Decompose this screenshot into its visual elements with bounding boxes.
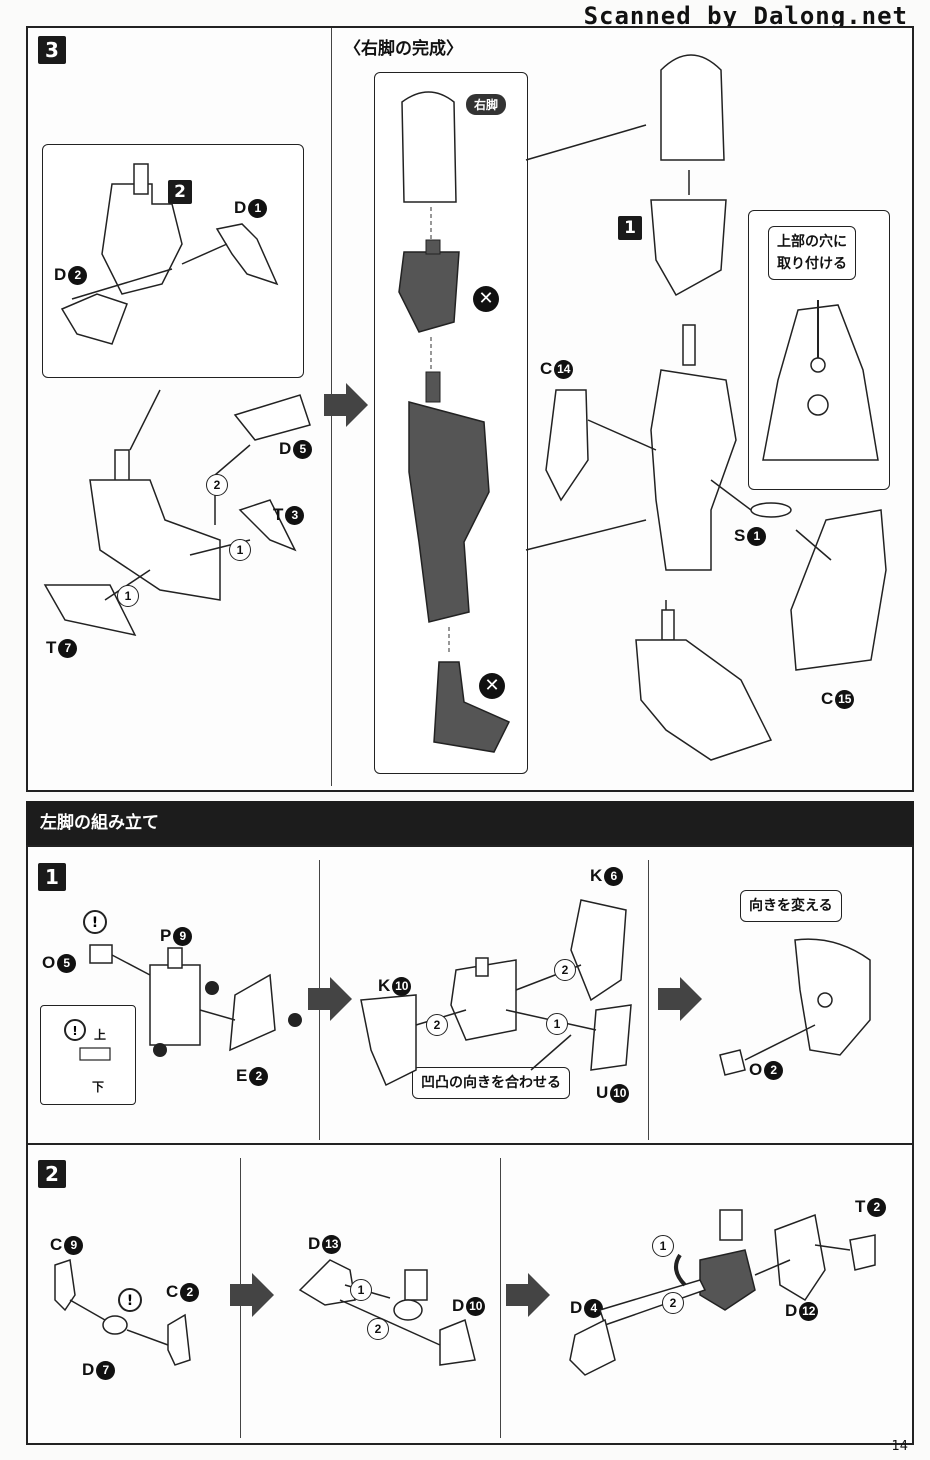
flow-arrow-left1-b (658, 977, 702, 1021)
svg-text:!: ! (92, 915, 98, 931)
completed-right-leg-drawing (398, 91, 511, 753)
order-badge-2: 2 (206, 474, 228, 496)
left-step2-divider-b (500, 1158, 501, 1438)
callout-align: 凹凸の向きを合わせる (412, 1067, 570, 1099)
left-step1-drawing-b (360, 899, 632, 1087)
left-step1-drawing-c (719, 938, 871, 1076)
left-step2-number: 2 (38, 1160, 66, 1188)
left-step2-drawing-b (298, 1259, 476, 1366)
left-step2-drawing-c (569, 1209, 876, 1376)
left-step1-number: 1 (38, 863, 66, 891)
sub-step-1: 1 (618, 216, 642, 240)
x-mark-bottom: ✕ (479, 673, 505, 699)
left2-order-2a: 2 (367, 1318, 389, 1340)
left-step2-drawing-a: ! (54, 1259, 191, 1366)
flow-arrow-left1-a (308, 977, 352, 1021)
left-leg-row-divider (26, 1143, 912, 1145)
svg-text:!: ! (127, 1293, 133, 1309)
svg-text:!: ! (72, 1024, 77, 1038)
left1-order-2b: 2 (554, 959, 576, 981)
callout-direction: 向きを変える (740, 890, 842, 922)
left2-order-1b: 1 (652, 1235, 674, 1257)
left-leg-heading: 左脚の組み立て (26, 801, 914, 845)
left2-order-1a: 1 (350, 1279, 372, 1301)
inset-step-2: 2 (168, 180, 192, 204)
step3-number: 3 (38, 36, 66, 64)
left1-order-2a: 2 (426, 1014, 448, 1036)
inset-parts-drawing (60, 163, 279, 345)
left2-order-2b: 2 (662, 1292, 684, 1314)
order-badge-1b: 1 (117, 585, 139, 607)
watermark: Scanned by Dalong.net (583, 2, 908, 30)
flow-arrow-left2-a (230, 1273, 274, 1317)
step3-section-title: 〈右脚の完成〉 (344, 39, 463, 58)
left-step1-divider-b (648, 860, 649, 1140)
order-badge-1a: 1 (229, 539, 251, 561)
left1-order-1: 1 (546, 1013, 568, 1035)
exploded-right-leg-drawing (525, 54, 887, 761)
page-number: 14 (891, 1439, 908, 1454)
detail-inset-drawing (762, 300, 879, 461)
flow-arrow-step3 (324, 383, 368, 427)
orientation-note-down: 下 (92, 1080, 105, 1094)
left-step1-drawing-a: ! ! (64, 910, 302, 1061)
right-leg-badge: 右脚 (466, 94, 507, 115)
x-mark-top: ✕ (473, 286, 499, 312)
orientation-note-up: 上 (94, 1028, 107, 1042)
callout-top-hole: 上部の穴に 取り付ける (768, 226, 856, 280)
flow-arrow-left2-b (506, 1273, 550, 1317)
upper-leg-assembly-drawing (43, 389, 311, 637)
